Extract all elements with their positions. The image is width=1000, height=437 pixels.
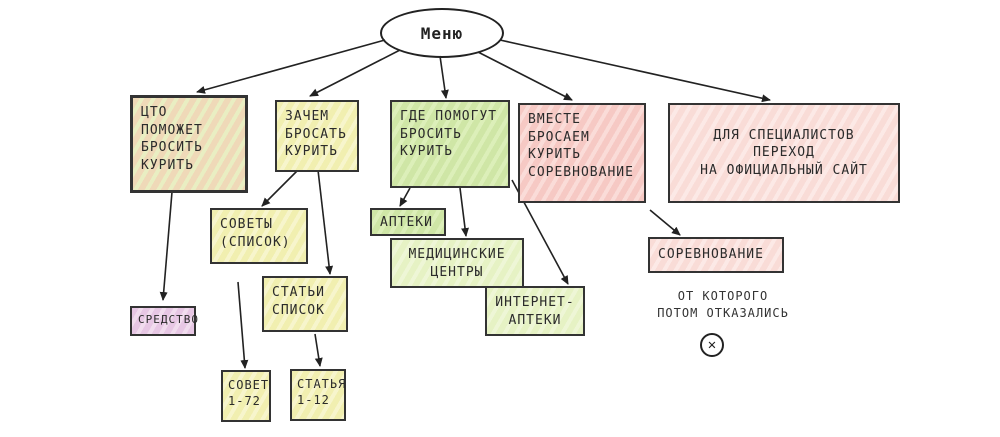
menu-root[interactable]: Меню [380,8,504,58]
node-why-quit[interactable]: ЗАЧЕМ БРОСАТЬ КУРИТЬ [275,100,359,172]
arrow-articles-to-article-items [314,333,323,367]
rejected-x-icon: ✕ [700,333,724,357]
node-tips[interactable]: СОВЕТЫ (СПИСОК) [210,208,308,264]
node-competition[interactable]: СОРЕВНОВАНИЕ [648,237,784,273]
node-where-help[interactable]: ГДЕ ПОМОГУТ БРОСИТЬ КУРИТЬ [390,100,510,188]
node-articles[interactable]: СТАТЬИ СПИСОК [262,276,348,332]
node-article-items[interactable]: СТАТЬЯ 1-12 [290,369,346,421]
node-online-pharmacies[interactable]: ИНТЕРНЕТ- АПТЕКИ [485,286,585,336]
arrow-why-quit-to-tips [261,169,299,207]
arrow-why-quit-to-articles [317,169,334,275]
node-pharmacies[interactable]: АПТЕКИ [370,208,446,236]
arrow-menu-to-why-quit [309,49,401,97]
node-specialists[interactable]: ДЛЯ СПЕЦИАЛИСТОВ ПЕРЕХОД НА ОФИЦИАЛЬНЫЙ … [668,103,900,203]
arrow-where-help-to-medical [459,187,469,237]
node-tip-items[interactable]: СОВЕТ 1-72 [221,370,271,422]
arrow-menu-to-specialists [499,39,771,103]
node-together[interactable]: ВМЕСТЕ БРОСАЕМ КУРИТЬ СОРЕВНОВАНИЕ [518,103,646,203]
arrow-menu-to-together [477,51,573,101]
arrow-menu-to-where-help [439,55,449,99]
arrow-tips-to-tip-items [237,281,249,369]
arrow-menu-to-how-quit [196,39,386,94]
arrow-together-to-competition [649,209,681,236]
node-remedy[interactable]: СРЕДСТВО [130,306,198,336]
node-how-quit[interactable]: ЦТО ПОМОЖЕТ БРОСИТЬ КУРИТЬ [130,95,248,193]
rejected-note: ОТ КОТОРОГО ПОТОМ ОТКАЗАЛИСЬ [657,289,789,320]
arrow-how-quit-to-remedy [159,191,173,301]
node-medical[interactable]: МЕДИЦИНСКИЕ ЦЕНТРЫ [390,238,524,288]
arrow-where-help-to-pharmacies [399,187,411,207]
